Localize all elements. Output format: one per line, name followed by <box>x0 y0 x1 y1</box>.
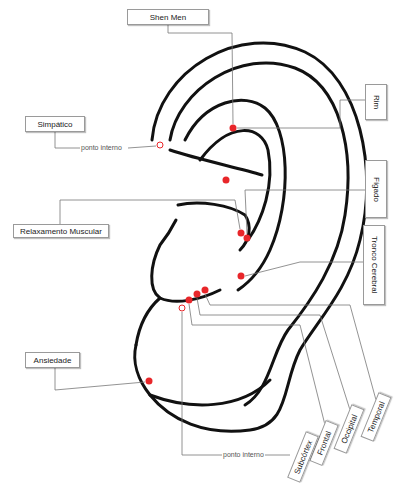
ear-outline <box>135 43 367 431</box>
point-name: Shen Men <box>150 13 186 22</box>
leader-lines <box>55 25 376 455</box>
point-note: ponto interno <box>80 144 123 151</box>
point-name: Simpático <box>37 120 72 129</box>
point-name: Tronco Cerebral <box>370 236 379 294</box>
label-box: Ansiedade <box>25 352 80 368</box>
point-note: ponto interno <box>222 451 265 458</box>
internal-points <box>157 142 185 311</box>
label-box: Occipital <box>334 404 365 454</box>
acupoint-dots <box>146 125 251 385</box>
label-box: Shen Men <box>127 9 209 25</box>
label-box: Tronco Cerebral <box>363 225 385 305</box>
point-name: Temporal <box>366 400 387 434</box>
label-box: Fígado <box>365 160 387 218</box>
label-box: Temporal <box>361 392 392 442</box>
point-name: Ansiedade <box>34 356 72 365</box>
label-box: Relaxamento Muscular <box>13 224 109 238</box>
label-box: Simpático <box>25 116 85 132</box>
point-name: Frontal <box>315 430 333 456</box>
point-name: Relaxamento Muscular <box>20 227 102 236</box>
point-name: Rim <box>372 95 381 109</box>
point-name: Occipital <box>339 413 359 445</box>
label-box: Rim <box>365 84 387 120</box>
point-name: Fígado <box>372 177 381 202</box>
